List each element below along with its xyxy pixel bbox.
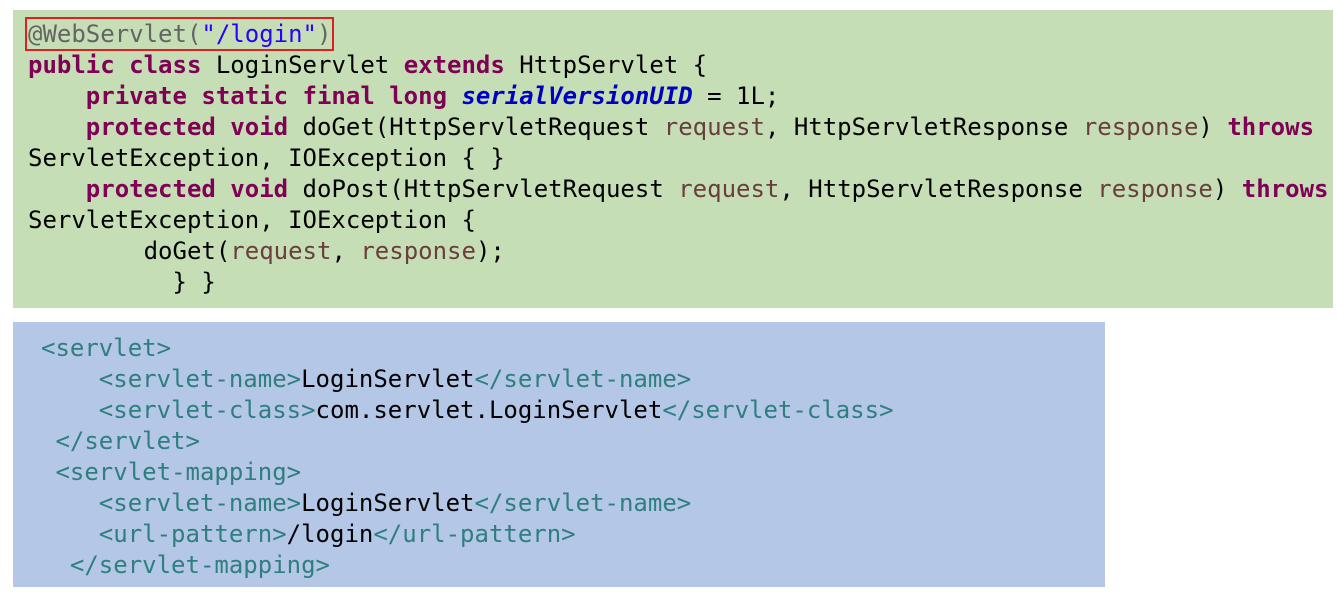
arg-sep: ,: [331, 237, 361, 265]
xml-line-url-pattern: <url-pattern>/login</url-pattern>: [41, 519, 1105, 550]
code-line-class-decl: public class LoginServlet extends HttpSe…: [28, 50, 1333, 81]
xml-line-servlet-name: <servlet-name>LoginServlet</servlet-name…: [41, 364, 1105, 395]
param-request: request: [678, 175, 780, 203]
keyword: protected void: [85, 113, 303, 141]
code-line-annotation: @WebServlet("/login"): [24, 17, 1333, 51]
paren-close: ): [1212, 175, 1242, 203]
indent: [41, 396, 99, 424]
xml-tag-close: </servlet-class>: [662, 396, 894, 424]
code-line-dopost: protected void doPost(HttpServletRequest…: [28, 174, 1333, 205]
annotation-highlight-box: @WebServlet("/login"): [24, 17, 335, 51]
indent: [28, 237, 144, 265]
param-response: response: [1082, 113, 1199, 141]
xml-line-servlet-close: </servlet>: [41, 426, 1105, 457]
keyword: public class: [28, 51, 216, 79]
method-sig: doPost(HttpServletRequest: [302, 175, 679, 203]
code-line-doget: protected void doGet(HttpServletRequest …: [28, 112, 1333, 143]
xml-value: /login: [286, 520, 374, 548]
keyword: private static final long: [85, 82, 462, 110]
xml-value: LoginServlet: [301, 489, 475, 517]
annotation-name: @WebServlet(: [28, 20, 202, 48]
indent: [28, 175, 86, 203]
code-line-doget-exceptions: ServletException, IOException { }: [28, 144, 505, 172]
keyword-throws: throws: [1241, 175, 1329, 203]
indent: [28, 113, 86, 141]
indent: [41, 551, 70, 579]
xml-tag-close: </servlet-name>: [474, 489, 692, 517]
xml-line-servlet-class: <servlet-class>com.servlet.LoginServlet<…: [41, 395, 1105, 426]
xml-tag-open: <servlet-name>: [98, 365, 302, 393]
xml-line-mapping-close: </servlet-mapping>: [41, 550, 1105, 581]
call-name: doGet(: [143, 237, 231, 265]
xml-tag: </servlet-mapping>: [69, 551, 330, 579]
field-assign: = 1L;: [692, 82, 780, 110]
xml-tag-close: </servlet-name>: [474, 365, 692, 393]
xml-tag-open: <servlet-class>: [98, 396, 316, 424]
xml-tag: <servlet>: [41, 334, 172, 362]
arg-request: request: [230, 237, 332, 265]
param-sep: , HttpServletResponse: [764, 113, 1083, 141]
annotation-value: "/login": [201, 20, 317, 48]
keyword: protected void: [85, 175, 303, 203]
indent: [41, 427, 55, 455]
indent: [41, 365, 99, 393]
param-response: response: [1097, 175, 1213, 203]
xml-tag-open: <url-pattern>: [98, 520, 287, 548]
keyword: extends: [403, 51, 520, 79]
java-code-block: @WebServlet("/login")public class LoginS…: [13, 10, 1333, 308]
arg-response: response: [360, 237, 476, 265]
xml-code-block: <servlet> <servlet-name>LoginServlet</se…: [13, 322, 1105, 587]
indent: [41, 489, 99, 517]
keyword-throws: throws: [1227, 113, 1315, 141]
static-field: serialVersionUID: [461, 82, 693, 110]
code-line-closing-braces: } }: [28, 268, 216, 296]
code-line-serial: private static final long serialVersionU…: [28, 81, 1333, 112]
method-sig: doGet(HttpServletRequest: [302, 113, 664, 141]
xml-tag-close: </url-pattern>: [373, 520, 576, 548]
param-sep: , HttpServletResponse: [779, 175, 1098, 203]
xml-value: LoginServlet: [301, 365, 475, 393]
xml-line-servlet-open: <servlet>: [41, 333, 1105, 364]
call-end: );: [475, 237, 505, 265]
param-request: request: [663, 113, 765, 141]
annotation-close: ): [316, 20, 332, 48]
indent: [41, 458, 55, 486]
paren-close: ): [1198, 113, 1228, 141]
code-line-doget-call: doGet(request, response);: [28, 236, 1333, 267]
xml-line-mapping-name: <servlet-name>LoginServlet</servlet-name…: [41, 488, 1105, 519]
indent: [28, 82, 86, 110]
xml-line-mapping-open: <servlet-mapping>: [41, 457, 1105, 488]
xml-tag: <servlet-mapping>: [55, 458, 302, 486]
xml-tag-open: <servlet-name>: [98, 489, 302, 517]
parent-class: HttpServlet {: [519, 51, 708, 79]
xml-tag: </servlet>: [55, 427, 200, 455]
indent: [41, 520, 99, 548]
xml-value: com.servlet.LoginServlet: [315, 396, 663, 424]
class-name: LoginServlet: [215, 51, 404, 79]
code-line-dopost-exceptions: ServletException, IOException {: [28, 206, 476, 234]
